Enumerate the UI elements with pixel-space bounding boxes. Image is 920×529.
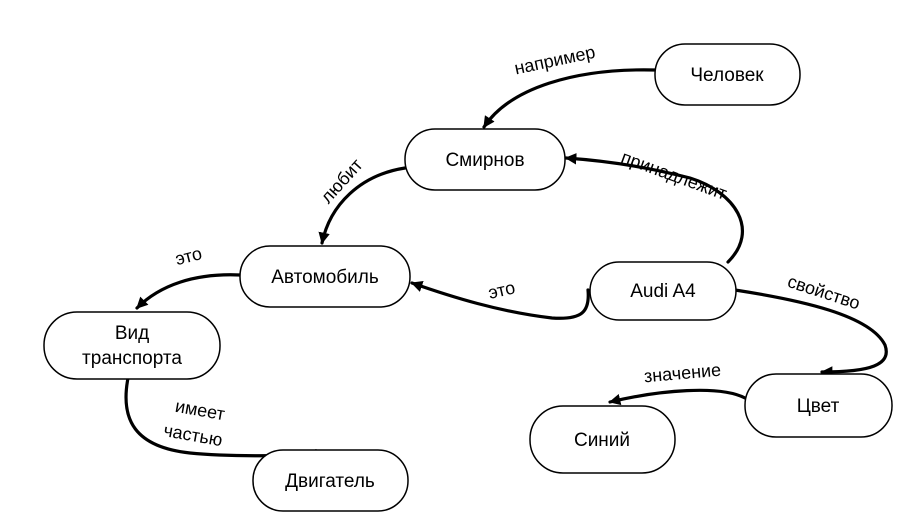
edge-svoystvo bbox=[733, 288, 888, 378]
edge-prinadlezhit bbox=[564, 152, 744, 264]
label-eto-vid: это bbox=[173, 243, 204, 269]
label-eto-avto: это bbox=[486, 277, 517, 303]
node-siniy-label: Синий bbox=[574, 430, 630, 451]
node-vid-label-line2: транспорта bbox=[82, 348, 182, 369]
label-znachenie: значение bbox=[643, 360, 722, 387]
edge-imeet-chastyu bbox=[124, 376, 328, 461]
node-audi: Audi A4 bbox=[589, 261, 737, 321]
node-vid-label-line1: Вид bbox=[115, 323, 149, 344]
node-avtomobil: Автомобиль bbox=[239, 245, 411, 308]
label-imeet-line1: имеет bbox=[174, 396, 227, 424]
node-cvet: Цвет bbox=[744, 373, 893, 438]
edge-znachenie bbox=[608, 388, 747, 406]
node-siniy: Синий bbox=[529, 405, 676, 474]
node-vid-transporta: Вид транспорта bbox=[43, 311, 221, 380]
edges bbox=[124, 68, 888, 461]
node-smirnov-label: Смирнов bbox=[445, 150, 524, 171]
node-smirnov: Смирнов bbox=[404, 128, 566, 191]
label-prinadlezhit: принадлежит bbox=[619, 147, 730, 204]
node-cvet-label: Цвет bbox=[797, 396, 840, 417]
edge-eto-avto bbox=[410, 280, 590, 320]
node-chelovek: Человек bbox=[654, 43, 801, 106]
node-dvigatel-label: Двигатель bbox=[285, 471, 375, 492]
node-avtomobil-label: Автомобиль bbox=[271, 267, 379, 288]
edge-naprimer bbox=[482, 68, 657, 129]
label-lyubit: любит bbox=[317, 155, 367, 207]
label-imeet-line2: частью bbox=[162, 420, 224, 450]
edge-lyubit bbox=[318, 166, 407, 245]
edge-eto-vid bbox=[135, 273, 242, 310]
node-chelovek-label: Человек bbox=[690, 65, 764, 86]
node-dvigatel: Двигатель bbox=[252, 449, 409, 512]
node-audi-label: Audi A4 bbox=[630, 281, 696, 302]
label-imeet-chastyu: имеет частью bbox=[162, 396, 226, 450]
